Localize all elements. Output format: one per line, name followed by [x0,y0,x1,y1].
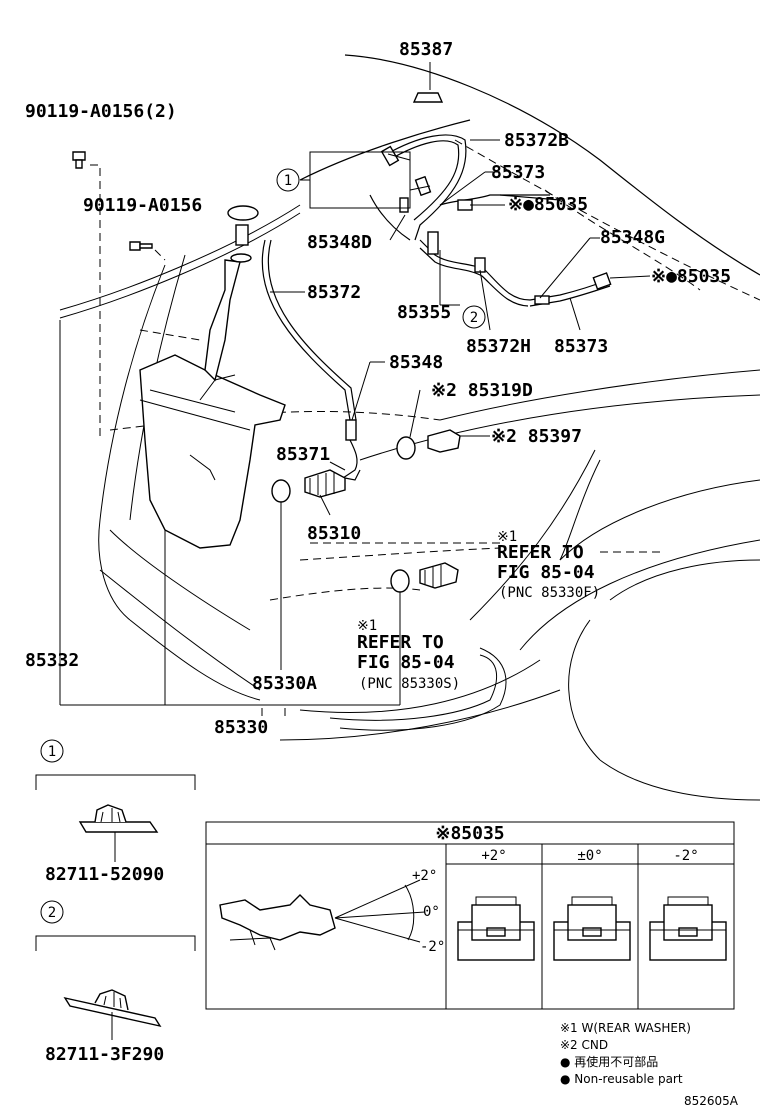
figure-id: 852605A [684,1094,739,1108]
washer-hoses [261,134,611,481]
callout-circle-2: 2 [462,305,486,329]
svg-text:2: 2 [470,310,478,326]
label-90119-a0156-2: 90119-A0156(2) [25,101,177,122]
refer-note-right: ※1 REFER TO FIG 85-04 (PNC 85330F) [497,529,600,601]
legend-note-1: ※1 W(REAR WASHER) [560,1021,691,1035]
label-85319d: ※2 85319D [431,380,533,401]
table-title: ※85035 [435,823,504,844]
label-85330: 85330 [214,717,268,738]
angle-zero: 0° [423,904,440,920]
nozzle-side-view: +2° 0° -2° [219,868,445,955]
svg-text:(PNC 85330F): (PNC 85330F) [499,585,600,601]
svg-text:FIG 85-04: FIG 85-04 [497,562,595,583]
label-85371: 85371 [276,444,330,465]
washer-pump [271,429,461,593]
reservoir-cap [227,205,259,246]
label-85372h: 85372H [466,336,531,357]
nozzle-head-view-zero [553,896,631,961]
hose-joints [345,92,612,441]
label-85355: 85355 [397,302,451,323]
callout-circle-1: 1 [276,168,300,192]
part-labels: 85387 90119-A0156(2) 90119-A0156 85372B … [25,39,731,738]
label-85387: 85387 [399,39,453,60]
label-85310: 85310 [307,523,361,544]
svg-text:1: 1 [284,173,292,189]
label-85332: 85332 [25,650,79,671]
label-85372b: 85372B [504,130,569,151]
svg-text:REFER TO: REFER TO [357,632,444,653]
label-85373-top: 85373 [491,162,545,183]
legend-non-reusable-en: ● Non-reusable part [560,1072,683,1086]
angle-plus-2: +2° [412,868,437,884]
nozzle-head-view-plus-2 [457,896,535,961]
vehicle-body-outline [59,54,760,801]
column-plus-2: +2° [481,848,506,864]
legend-note-2: ※2 CND [560,1038,608,1052]
clip-part-82711-3f290: 82711-3F290 [45,1044,164,1065]
svg-text:1: 1 [48,744,56,760]
bolt-icon [72,151,153,251]
label-85348d: 85348D [307,232,372,253]
angle-minus-2: -2° [420,939,445,955]
nozzle-angle-table: ※85035 +2° ±0° -2° +2° 0° -2° [205,821,735,1010]
legend: ※1 W(REAR WASHER) ※2 CND ● 再使用不可部品 ● Non… [560,1021,691,1086]
label-85372: 85372 [307,282,361,303]
label-85397: ※2 85397 [491,426,582,447]
label-85348: 85348 [389,352,443,373]
clip-inset-2: 2 82711-3F290 [35,900,196,1065]
svg-text:2: 2 [48,905,56,921]
label-85348g: 85348G [600,227,665,248]
washer-reservoir-tank [139,253,286,549]
label-85035-upper: ※●85035 [508,194,588,215]
legend-non-reusable-jp: ● 再使用不可部品 [560,1054,658,1069]
nozzle-head-view-minus-2 [649,896,727,961]
column-minus-2: -2° [673,848,698,864]
svg-text:(PNC 85330S): (PNC 85330S) [359,676,460,692]
svg-text:FIG 85-04: FIG 85-04 [357,652,455,673]
svg-text:※1: ※1 [357,618,377,634]
label-85330a: 85330A [252,673,317,694]
leader-lines [59,62,651,716]
label-85035-lower: ※●85035 [651,266,731,287]
refer-note-center: ※1 REFER TO FIG 85-04 (PNC 85330S) [357,618,460,692]
column-zero: ±0° [577,848,602,864]
clip-part-82711-52090: 82711-52090 [45,864,164,885]
svg-text:REFER TO: REFER TO [497,542,584,563]
clip-inset-1: 1 82711-52090 [35,739,196,885]
label-90119-a0156: 90119-A0156 [83,195,202,216]
svg-text:※1: ※1 [497,529,517,545]
label-85373-bottom: 85373 [554,336,608,357]
